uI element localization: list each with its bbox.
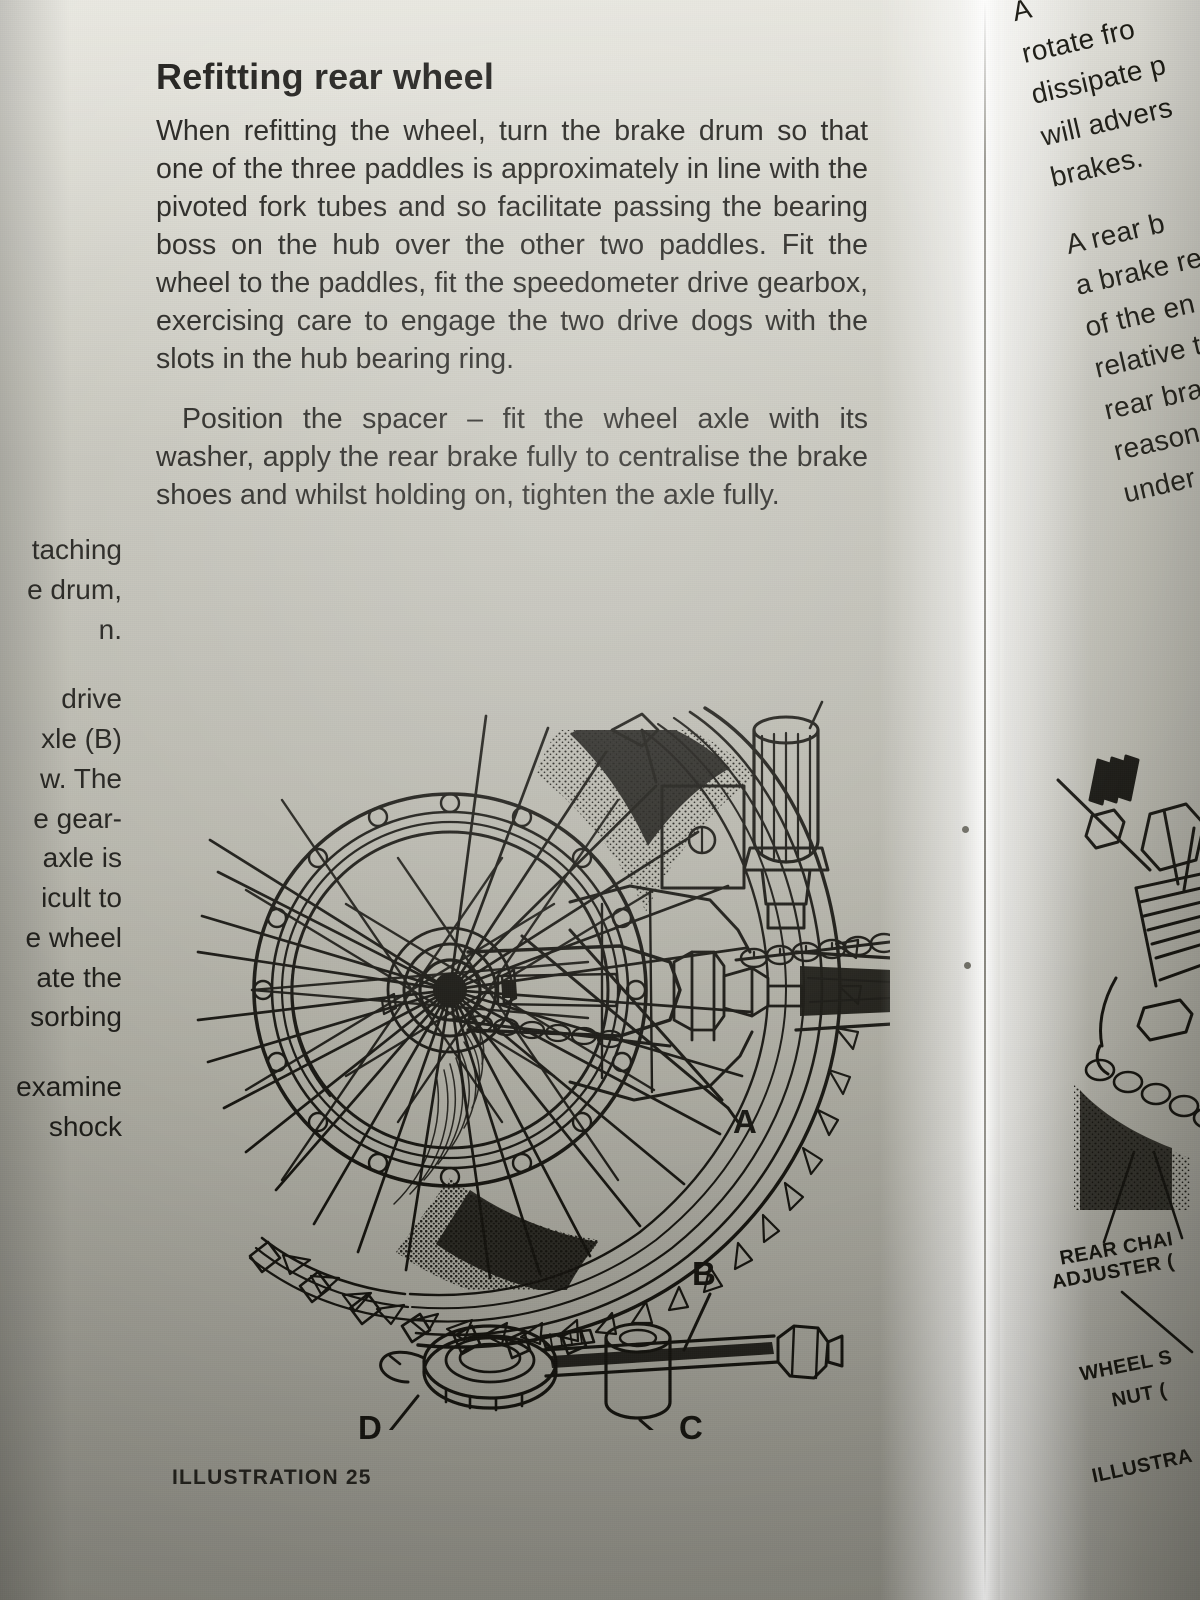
clipped-line: xle (B): [41, 723, 122, 754]
rear-wheel-line-drawing: [196, 700, 899, 1448]
clipped-line: e gear-: [33, 802, 122, 834]
clipped-line: e wheel: [25, 921, 122, 953]
left-edge-shadow: [0, 0, 70, 1600]
rear-shock-absorber: [610, 700, 830, 930]
clipped-line: icult to: [41, 882, 122, 913]
gutter-staple-mark: [964, 962, 971, 969]
part-c-spacer: [604, 1322, 672, 1420]
spoke-holes: [252, 792, 647, 1188]
rear-tyre: [248, 706, 863, 1349]
illustration-25-drawing: [150, 690, 899, 1448]
clipped-line: examine: [16, 1071, 122, 1102]
clipped-line: axle is: [42, 842, 122, 874]
leader-line-a1: [568, 928, 724, 1102]
clipped-previous-column: taching e drum, n. drive xle (B) w. The …: [0, 530, 122, 1147]
clipped-line: n.: [98, 613, 122, 645]
article-column: Refitting rear wheel When refitting the …: [156, 56, 868, 514]
leader-line-a2: [520, 934, 730, 1110]
facing-leader-lines: [1102, 1150, 1184, 1244]
callout-label-d: D: [358, 1409, 382, 1446]
clipped-line: taching: [31, 534, 122, 565]
part-d-washer: [379, 1324, 558, 1412]
clipped-line: ate the: [36, 961, 122, 993]
gutter-staple-mark: [962, 826, 969, 833]
callout-label-b: B: [692, 1255, 716, 1292]
page-gutter-crease: [984, 0, 986, 1600]
illustration-caption: ILLUSTRATION 25: [172, 1466, 372, 1489]
axle-nut: [776, 1324, 844, 1380]
clipped-line: w. The: [40, 762, 122, 794]
page-title: Refitting rear wheel: [156, 56, 495, 97]
swinging-arm-and-axle: [466, 884, 894, 1102]
leader-line-b: [682, 1292, 712, 1352]
facing-page-illustration: [1056, 754, 1200, 1210]
clipped-line: drive: [61, 683, 122, 715]
clipped-line: sorbing: [30, 1001, 122, 1033]
leader-line-c: [638, 1418, 672, 1448]
facing-leader-line-nut: [1120, 1290, 1194, 1354]
callout-label-c: C: [679, 1409, 703, 1446]
clipped-line: e drum,: [27, 573, 122, 605]
leader-line-d: [376, 1394, 420, 1448]
body-paragraph-2: Position the spacer – fit the wheel axle…: [156, 403, 868, 512]
callout-label-a: A: [733, 1103, 757, 1140]
clipped-line: shock: [48, 1110, 122, 1142]
paragraph-gap: [0, 1037, 122, 1067]
body-paragraph-1: When refitting the wheel, turn the brake…: [156, 115, 868, 376]
loose-parts-axle-spacer-washer: [379, 1322, 844, 1420]
paragraph-gap: [0, 649, 122, 679]
drive-chain: [448, 932, 899, 1049]
